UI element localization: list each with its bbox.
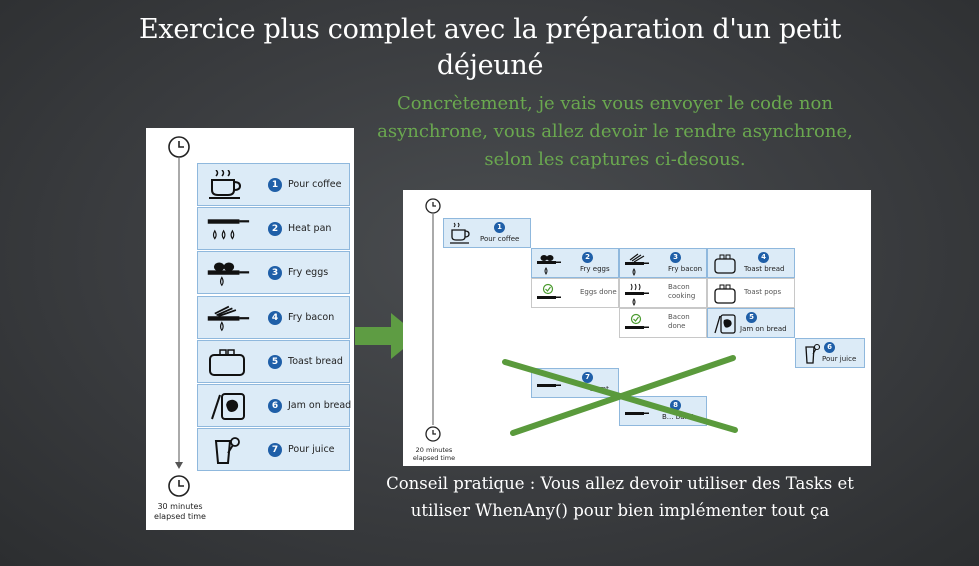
toaster-icon bbox=[209, 349, 245, 376]
coffee-cup-icon bbox=[450, 222, 470, 244]
timeline bbox=[425, 198, 441, 442]
step-number-badge: 1 bbox=[494, 222, 505, 233]
jam-bread-icon bbox=[714, 314, 736, 334]
elapsed-time-caption: 20 minutes elapsed time bbox=[412, 446, 456, 462]
step-number-badge: 6 bbox=[268, 399, 282, 413]
cross-out-mark bbox=[502, 355, 738, 436]
step-label: Fry eggs bbox=[288, 267, 329, 278]
frying-eggs-icon bbox=[537, 255, 561, 275]
checkmark-pan-icon bbox=[625, 313, 649, 329]
jam-bread-icon bbox=[211, 393, 245, 420]
right-step-pour-coffee: 1 Pour coffee bbox=[443, 218, 531, 248]
right-step-fry-eggs: 2 Fry eggs bbox=[531, 248, 619, 278]
step-number-badge: 7 bbox=[268, 443, 282, 457]
step-label: Pour coffee bbox=[288, 179, 342, 190]
step-number-badge: 7 bbox=[582, 372, 593, 383]
burnt-pan-icon bbox=[537, 384, 561, 387]
step-label: Toast bread bbox=[744, 265, 785, 273]
juice-glass-icon bbox=[214, 437, 240, 464]
right-step-fry-bacon: 3 Fry bacon bbox=[619, 248, 707, 278]
step-number-badge: 1 bbox=[268, 178, 282, 192]
toaster-icon bbox=[714, 254, 736, 274]
step-number-badge: 8 bbox=[670, 400, 681, 411]
step-label: Jam on bread bbox=[740, 325, 787, 333]
timeline bbox=[168, 136, 190, 497]
slide-subtitle: Concrètement, je vais vous envoyer le co… bbox=[377, 93, 853, 170]
left-step-fry-bacon: 4 Fry bacon bbox=[197, 296, 350, 339]
elapsed-time-caption: 30 minutes elapsed time bbox=[154, 502, 206, 521]
left-step-heat-pan: 2 Heat pan bbox=[197, 207, 350, 250]
left-step-pour-coffee: 1 Pour coffee bbox=[197, 163, 350, 206]
step-number-badge: 5 bbox=[746, 312, 757, 323]
step-number-badge: 4 bbox=[268, 311, 282, 325]
step-label: Pour juice bbox=[288, 444, 335, 455]
step-number-badge: 5 bbox=[268, 355, 282, 369]
left-step-pour-juice: 7 Pour juice bbox=[197, 428, 350, 471]
sequential-diagram: 1 Pour coffee 2 Heat pan 3 Fry eggs 4 bbox=[146, 128, 354, 530]
step-number-badge: 3 bbox=[670, 252, 681, 263]
state-label: Toast pops bbox=[744, 288, 782, 296]
cooking-pan-icon bbox=[625, 283, 649, 306]
coffee-cup-icon bbox=[209, 170, 242, 199]
step-label: Pour juice bbox=[822, 355, 857, 363]
step-label: Jam on bread bbox=[288, 400, 352, 411]
step-label: B... burnt bbox=[662, 413, 695, 421]
state-toast-pops: Toast pops bbox=[707, 278, 795, 308]
juice-glass-icon bbox=[805, 343, 821, 364]
step-number-badge: 4 bbox=[758, 252, 769, 263]
step-number-badge: 2 bbox=[582, 252, 593, 263]
right-step-toast-bread: 4 Toast bread bbox=[707, 248, 795, 278]
step-label: Fry bacon bbox=[668, 265, 703, 273]
heating-pan-icon bbox=[207, 219, 250, 240]
left-step-toast-bread: 5 Toast bread bbox=[197, 340, 350, 383]
toaster-icon bbox=[714, 284, 736, 304]
frying-bacon-icon bbox=[207, 305, 250, 332]
async-diagram: 1 Pour coffee 2 Fry eggs 3 Fry bacon 4 T… bbox=[403, 190, 871, 466]
step-number-badge: 2 bbox=[268, 222, 282, 236]
left-step-jam-on-bread: 6 Jam on bread bbox=[197, 384, 352, 427]
burnt-pan-icon bbox=[625, 412, 649, 415]
step-label: Heat pan bbox=[288, 223, 332, 234]
practical-tip: Conseil pratique : Vous allez devoir uti… bbox=[386, 474, 854, 520]
frying-eggs-icon bbox=[207, 262, 250, 287]
checkmark-pan-icon bbox=[537, 283, 561, 299]
step-label: Toast bread bbox=[288, 356, 343, 367]
left-step-fry-eggs: 3 Fry eggs bbox=[197, 251, 350, 294]
step-number-badge: 6 bbox=[824, 342, 835, 353]
step-label: Fry eggs bbox=[580, 265, 610, 273]
step-number-badge: 3 bbox=[268, 266, 282, 280]
right-step-jam-on-bread: 5 Jam on bread bbox=[707, 308, 795, 338]
step-label: Fry bacon bbox=[288, 312, 335, 323]
state-label: Eggs done bbox=[580, 288, 617, 296]
frying-bacon-icon bbox=[625, 253, 649, 276]
slide-title: Exercice plus complet avec la préparatio… bbox=[139, 14, 841, 81]
step-label: Pour coffee bbox=[480, 235, 520, 243]
state-eggs-done: Eggs done bbox=[531, 278, 619, 308]
right-step-pour-juice: 6 Pour juice bbox=[795, 338, 865, 368]
